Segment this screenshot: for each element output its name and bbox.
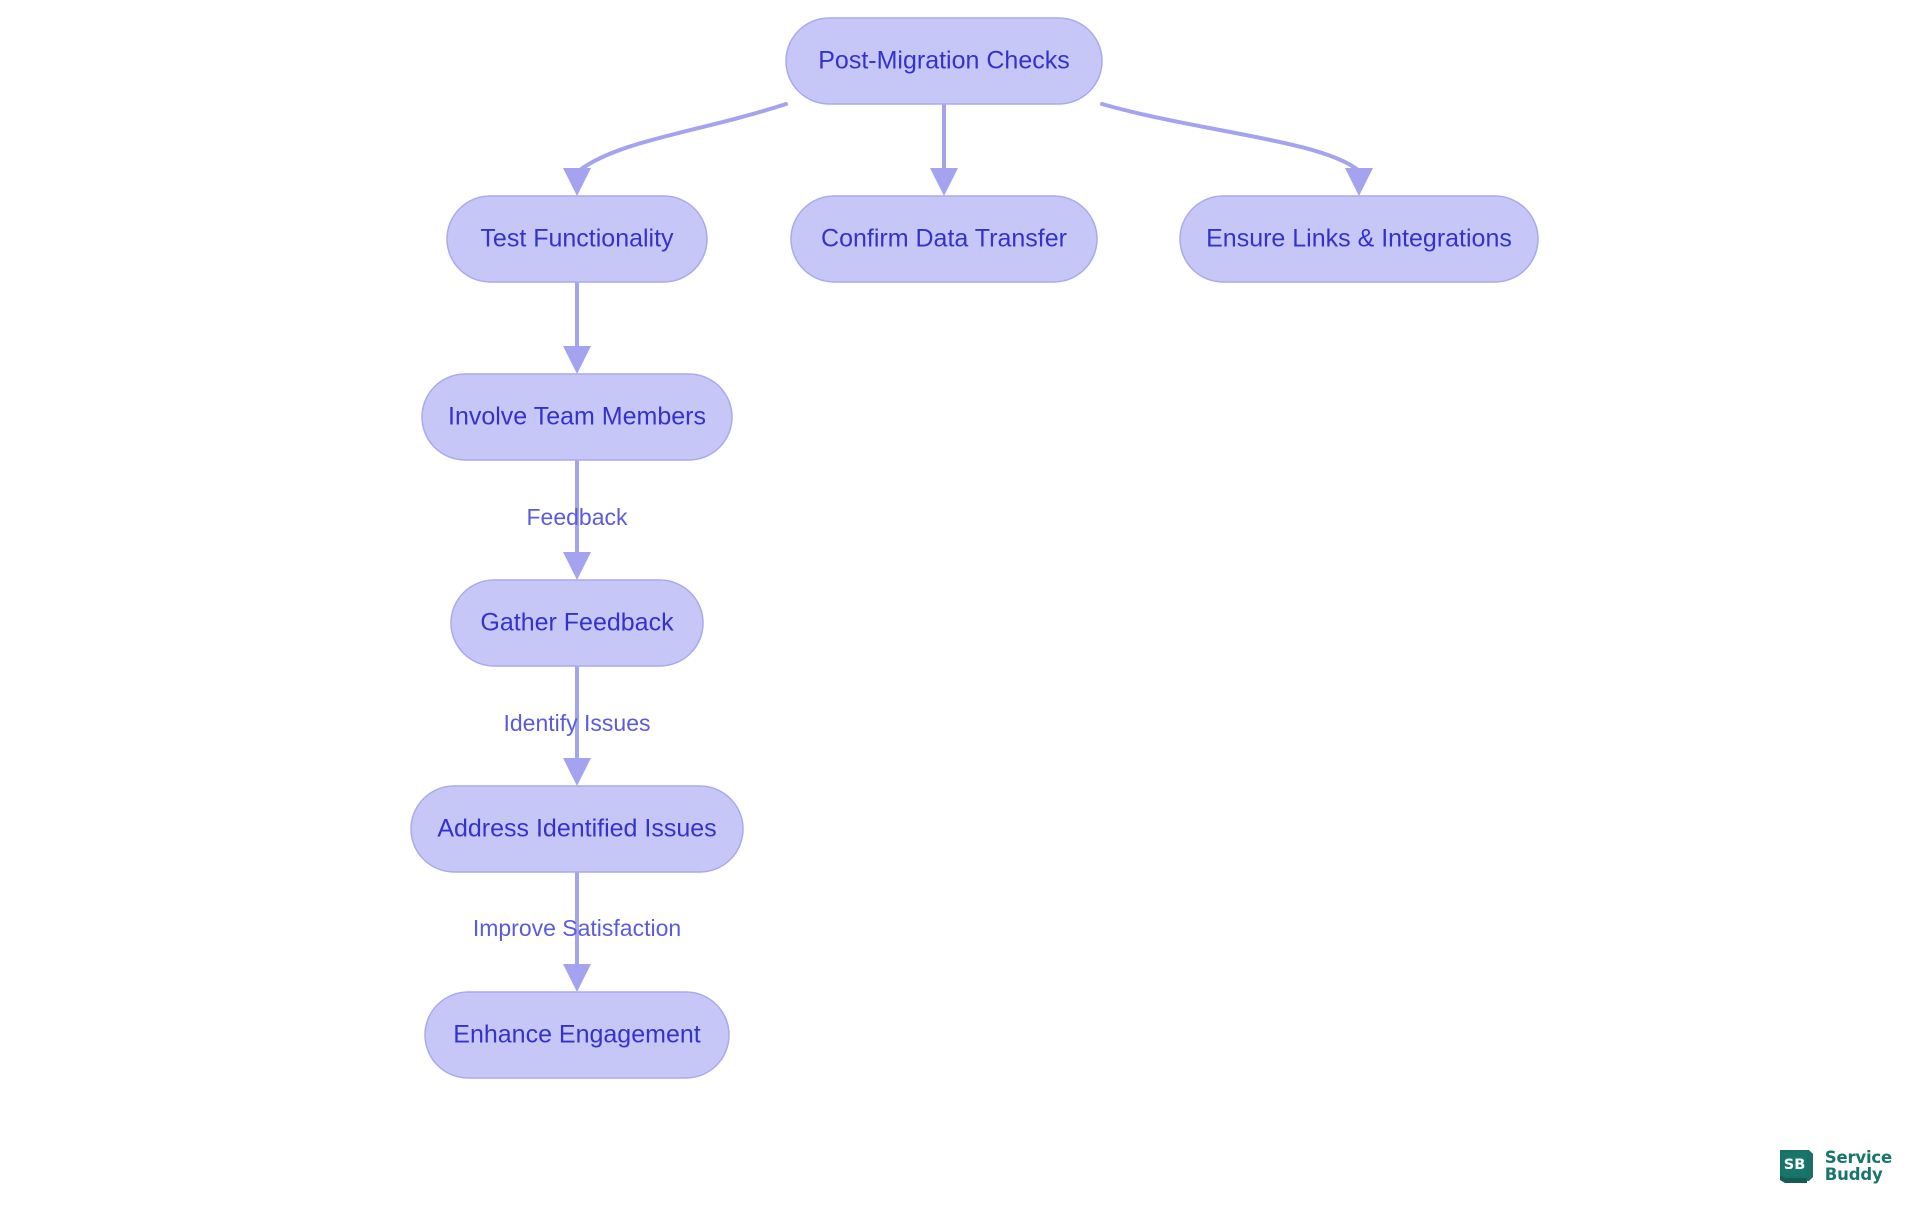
edge-checks-test-arrowhead [563,168,591,196]
brand-wordmark-line2: Buddy [1824,1165,1883,1184]
service-buddy-mark-icon: SB [1776,1147,1816,1187]
node-enhance-engagement-label: Enhance Engagement [453,1021,700,1049]
edge-test-involve [563,280,591,374]
node-post-migration-checks[interactable]: Post-Migration Checks [785,17,1103,105]
edge-label-layer: Feedback Identify Issues Improve Satisfa… [473,504,681,941]
edge-layer [563,102,1373,992]
node-confirm-data-transfer[interactable]: Confirm Data Transfer [790,195,1098,283]
edge-checks-ensure-line [1100,102,1360,172]
edge-label-improve-satisfaction: Improve Satisfaction [473,915,681,941]
edge-involve-gather [563,458,591,580]
node-involve-team-members[interactable]: Involve Team Members [421,373,733,461]
edge-address-enhance [563,870,591,992]
node-ensure-links-integrations-label: Ensure Links & Integrations [1206,225,1512,253]
edge-label-identify-issues: Identify Issues [503,710,650,736]
brand-mark-text: SB [1784,1157,1806,1173]
node-post-migration-checks-shape[interactable] [785,17,1103,105]
brand-wordmark: Service Buddy [1824,1148,1892,1184]
node-address-identified-issues[interactable]: Address Identified Issues [410,785,744,873]
edge-gather-address-arrowhead [563,758,591,786]
node-gather-feedback[interactable]: Gather Feedback [450,579,704,667]
brand-logo: SB Service Buddy [1776,1147,1892,1187]
node-involve-team-members-shape[interactable] [421,373,733,461]
node-involve-team-members-label: Involve Team Members [448,403,706,431]
edge-checks-ensure-arrowhead [1345,168,1373,196]
edge-checks-test [563,102,788,196]
node-test-functionality-shape[interactable] [446,195,708,283]
node-confirm-data-transfer-label: Confirm Data Transfer [821,225,1067,253]
edge-involve-gather-arrowhead [563,552,591,580]
node-ensure-links-integrations[interactable]: Ensure Links & Integrations [1179,195,1539,283]
node-gather-feedback-shape[interactable] [450,579,704,667]
edge-checks-ensure [1100,102,1373,196]
brand-wordmark-line1: Service [1824,1148,1892,1168]
edge-checks-test-line [578,102,788,172]
edge-gather-address [563,664,591,786]
edge-label-feedback: Feedback [526,504,628,530]
book-icon: SB [1779,1150,1813,1183]
node-enhance-engagement-shape[interactable] [424,991,730,1079]
node-ensure-links-integrations-shape[interactable] [1179,195,1539,283]
edge-address-enhance-arrowhead [563,964,591,992]
edge-test-involve-arrowhead [563,346,591,374]
node-gather-feedback-label: Gather Feedback [480,609,674,637]
node-layer: Post-Migration Checks Test Functionality… [410,17,1539,1079]
edge-checks-confirm [930,102,958,196]
node-test-functionality-label: Test Functionality [480,225,674,253]
node-post-migration-checks-label: Post-Migration Checks [818,47,1069,75]
edge-checks-confirm-arrowhead [930,168,958,196]
node-test-functionality[interactable]: Test Functionality [446,195,708,283]
node-confirm-data-transfer-shape[interactable] [790,195,1098,283]
node-address-identified-issues-label: Address Identified Issues [437,815,716,843]
node-enhance-engagement[interactable]: Enhance Engagement [424,991,730,1079]
node-address-identified-issues-shape[interactable] [410,785,744,873]
